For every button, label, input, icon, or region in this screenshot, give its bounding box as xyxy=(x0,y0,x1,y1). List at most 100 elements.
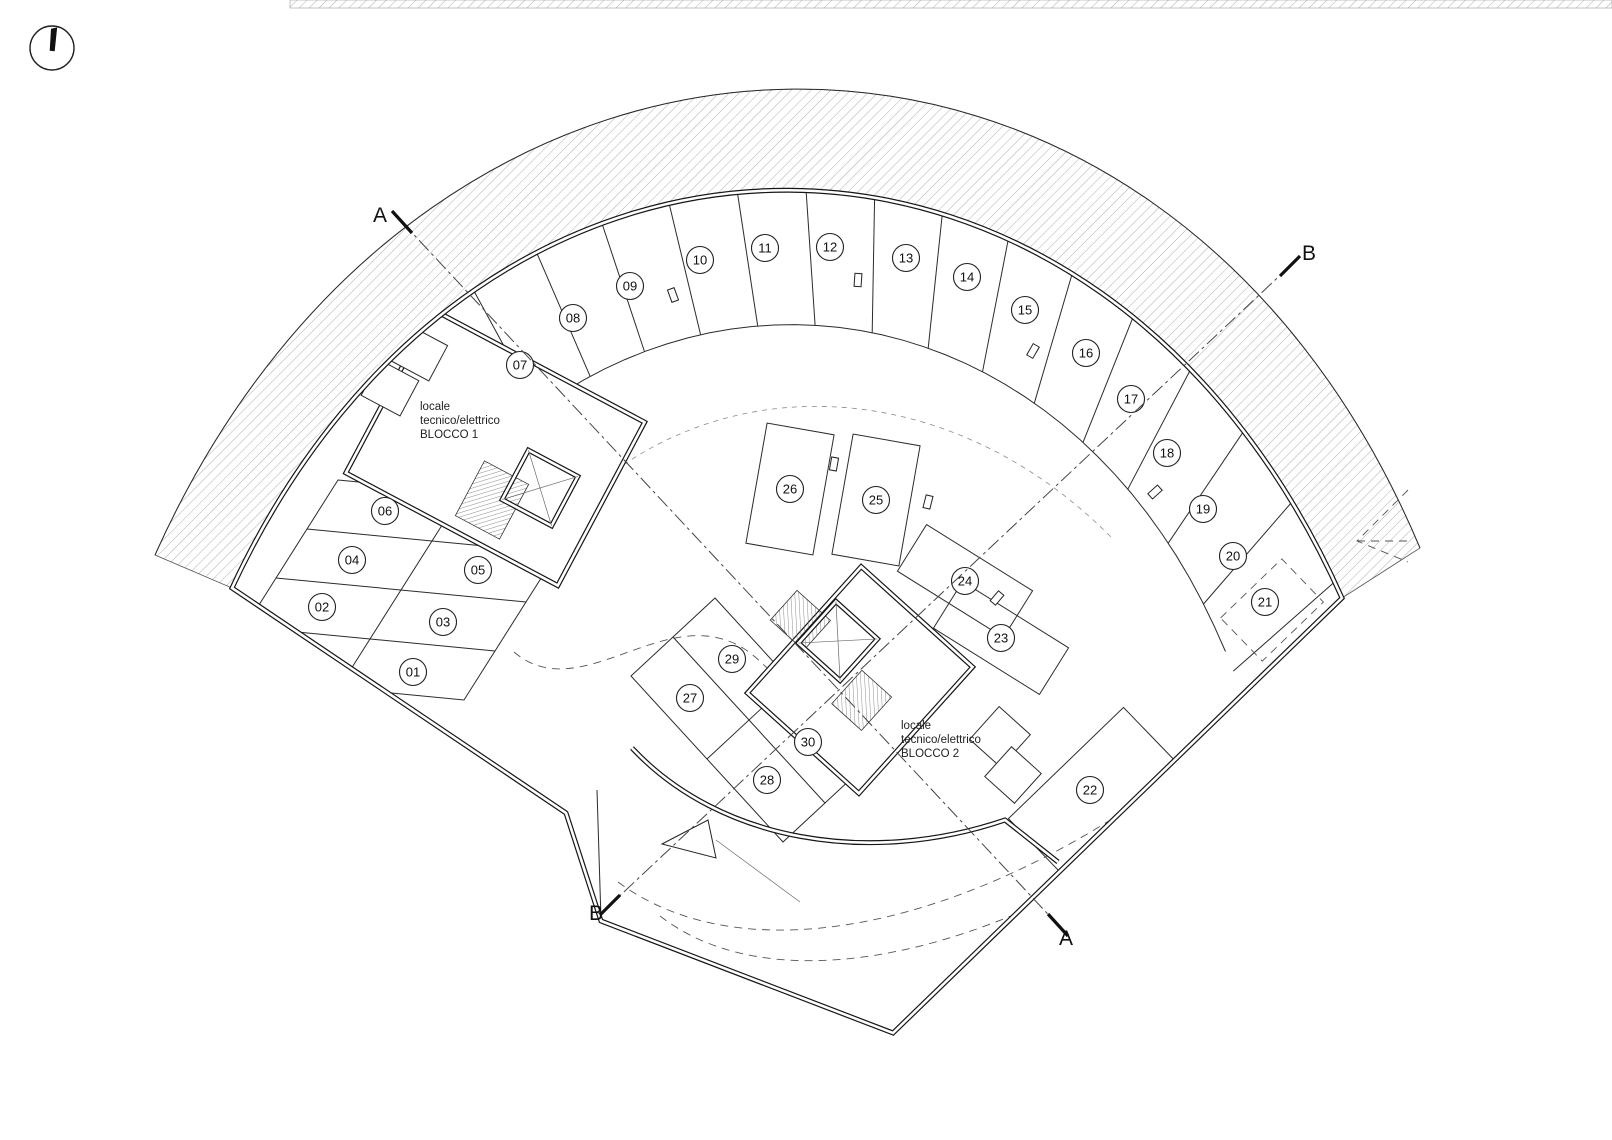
space-number-circle xyxy=(370,496,400,526)
parking-space-30: 30 xyxy=(793,727,823,757)
space-number-circle xyxy=(1010,295,1040,325)
drive-path-dashed-1 xyxy=(617,651,1319,931)
section-label-b-bottom: B xyxy=(589,902,603,925)
parking-space-19: 19 xyxy=(1188,494,1218,524)
vestibule-2b xyxy=(984,746,1042,804)
stair-flight-2a xyxy=(769,589,832,651)
space-number-circle xyxy=(986,623,1016,653)
space-number-label: 19 xyxy=(1196,502,1210,517)
parking-space-10: 10 xyxy=(685,245,715,275)
parking-space-17: 17 xyxy=(1116,384,1146,414)
space-number-circle xyxy=(752,765,782,795)
section-lines: A B B A xyxy=(373,204,1316,950)
space-number-label: 11 xyxy=(758,241,772,256)
space-number-circle xyxy=(675,683,705,713)
blocco1-label-line2: tecnico/elettrico xyxy=(420,415,500,427)
space-number-label: 04 xyxy=(345,553,359,568)
parking-space-25: 25 xyxy=(861,485,891,515)
parking-space-08: 08 xyxy=(558,303,588,333)
stall-divider xyxy=(736,192,759,327)
space-number-label: 30 xyxy=(801,735,815,750)
elevator-2-icon xyxy=(794,597,882,685)
space-number-circle xyxy=(815,232,845,262)
space-number-circle xyxy=(505,350,535,380)
section-tick-b-bottom xyxy=(598,893,622,917)
stall-23 xyxy=(932,580,1070,696)
parking-space-28: 28 xyxy=(752,765,782,795)
space-number-label: 27 xyxy=(683,691,697,706)
parking-space-16: 16 xyxy=(1071,338,1101,368)
space-number-label: 03 xyxy=(436,615,450,630)
parking-space-29: 29 xyxy=(717,644,747,674)
space-number-circle xyxy=(717,644,747,674)
space-number-label: 01 xyxy=(406,665,420,680)
section-label-a-bottom: A xyxy=(1059,927,1073,950)
stall-divider xyxy=(982,239,1009,372)
stall-divider xyxy=(1082,316,1134,443)
column-markers xyxy=(666,272,1163,606)
sheet-edge-strip xyxy=(289,0,1612,9)
space-number-circle xyxy=(1250,587,1280,617)
stall-divider xyxy=(1232,581,1335,672)
space-number-circle xyxy=(398,657,428,687)
parking-space-15: 15 xyxy=(1010,295,1040,325)
stall-26 xyxy=(745,422,835,556)
space-number-label: 26 xyxy=(783,482,797,497)
space-number-circle xyxy=(891,243,921,273)
space-number-circle xyxy=(337,545,367,575)
space-number-label: 17 xyxy=(1124,392,1138,407)
outer-boundary-arc xyxy=(154,88,1421,556)
space-number-circle xyxy=(463,555,493,585)
parking-space-22: 22 xyxy=(1075,775,1105,805)
space-number-label: 29 xyxy=(725,652,739,667)
space-number-circle xyxy=(793,727,823,757)
parking-space-04: 04 xyxy=(337,545,367,575)
parking-space-23: 23 xyxy=(986,623,1016,653)
parking-space-02: 02 xyxy=(307,592,337,622)
space-number-label: 22 xyxy=(1083,783,1097,798)
space-number-label: 13 xyxy=(899,251,913,266)
parking-space-09: 09 xyxy=(615,271,645,301)
section-label-b-top: B xyxy=(1302,242,1316,265)
stair-flight-2b xyxy=(831,669,893,732)
stall-divider xyxy=(805,190,816,326)
parking-space-20: 20 xyxy=(1218,541,1248,571)
space-number-label: 08 xyxy=(566,311,580,326)
space-number-circle xyxy=(685,245,715,275)
technical-room-labels: locale tecnico/elettrico BLOCCO 1 locale… xyxy=(420,401,981,760)
stall-divider xyxy=(668,203,702,335)
ramp xyxy=(596,789,801,921)
parking-space-24: 24 xyxy=(950,566,980,596)
north-arrow-icon xyxy=(29,25,75,71)
space-number-circle xyxy=(1071,338,1101,368)
blocco1-label-line3: BLOCCO 1 xyxy=(420,429,478,441)
parking-space-11: 11 xyxy=(750,233,780,263)
section-tick-a-bottom xyxy=(1046,912,1070,938)
space-number-label: 15 xyxy=(1018,303,1032,318)
space-number-circle xyxy=(1152,438,1182,468)
space-number-label: 24 xyxy=(958,574,972,589)
plan-interior xyxy=(232,190,1342,962)
space-number-label: 10 xyxy=(693,253,707,268)
parking-space-26: 26 xyxy=(775,474,805,504)
stall-divider xyxy=(1203,501,1293,605)
space-number-circle xyxy=(775,474,805,504)
blocco2-label-line2: tecnico/elettrico xyxy=(901,734,981,746)
section-tick-b-top xyxy=(1278,254,1302,278)
stall-divider xyxy=(1127,369,1191,490)
dashed-bay xyxy=(1219,558,1325,662)
section-line-a xyxy=(401,221,1059,926)
building-outline-inner xyxy=(230,189,1344,1035)
section-tick-a-top xyxy=(390,209,414,235)
space-number-circle xyxy=(861,485,891,515)
space-number-label: 23 xyxy=(994,631,1008,646)
space-number-circle xyxy=(615,271,645,301)
space-number-circle xyxy=(428,607,458,637)
space-number-circle xyxy=(1218,541,1248,571)
space-number-circle xyxy=(307,592,337,622)
space-number-label: 16 xyxy=(1079,346,1093,361)
space-number-label: 18 xyxy=(1160,446,1174,461)
space-number-circle xyxy=(558,303,588,333)
